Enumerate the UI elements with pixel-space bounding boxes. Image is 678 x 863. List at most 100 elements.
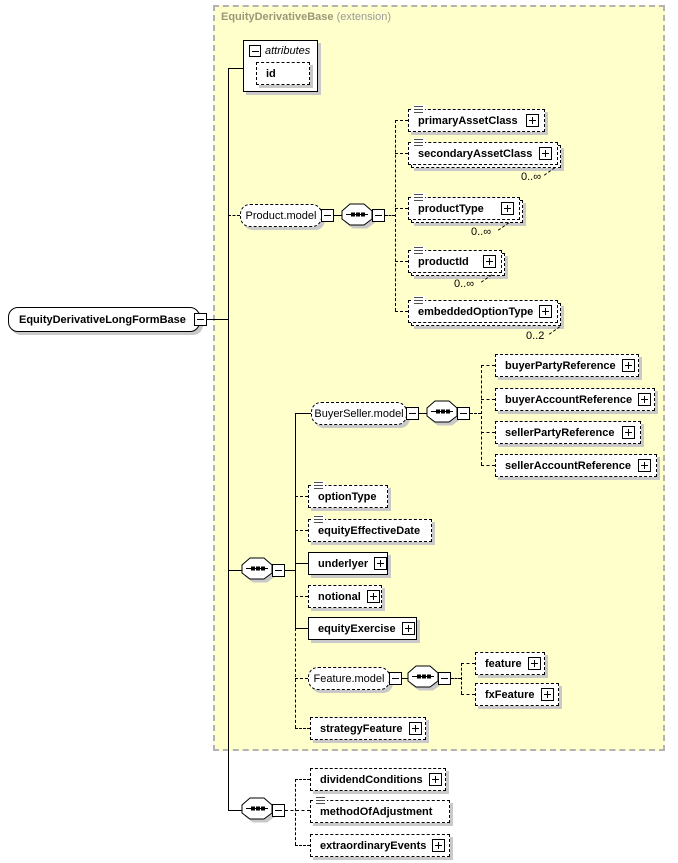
element-embeddedOptionType[interactable]: embeddedOptionType bbox=[408, 296, 558, 323]
expand-icon[interactable] bbox=[638, 459, 651, 472]
connector-line bbox=[461, 694, 475, 695]
connector-line bbox=[395, 208, 408, 209]
connector-line bbox=[395, 120, 396, 311]
model-group-buyerseller-label: BuyerSeller.model bbox=[314, 407, 404, 420]
expand-icon[interactable] bbox=[638, 393, 652, 406]
attribute-id[interactable]: id bbox=[256, 62, 310, 85]
element-strategyFeature[interactable]: strategyFeature bbox=[310, 717, 426, 740]
expand-icon[interactable] bbox=[501, 202, 514, 215]
element-equityEffectiveDate[interactable]: equityEffectiveDate bbox=[308, 515, 432, 542]
connector-line bbox=[481, 365, 495, 366]
connector-line bbox=[481, 399, 495, 400]
connector-line bbox=[295, 530, 308, 531]
text-content-icon bbox=[313, 481, 325, 491]
model-group-feature-label: Feature.model bbox=[313, 672, 385, 685]
root-element[interactable]: EquityDerivativeLongFormBase bbox=[8, 307, 200, 332]
text-content-icon bbox=[413, 193, 425, 203]
connector-line bbox=[461, 663, 475, 664]
connector-line bbox=[334, 215, 342, 216]
element-primaryAssetClass[interactable]: primaryAssetClass bbox=[408, 105, 545, 132]
element-underlyer[interactable]: underlyer bbox=[308, 552, 388, 575]
text-content-icon bbox=[315, 796, 327, 806]
expand-icon[interactable] bbox=[540, 688, 554, 701]
expand-icon[interactable] bbox=[432, 839, 446, 852]
connector-line bbox=[481, 365, 482, 465]
element-equityExercise[interactable]: equityExercise bbox=[308, 617, 417, 640]
model-group-product-label: Product.model bbox=[245, 209, 317, 222]
occurrence-label: 0..∞ bbox=[521, 171, 542, 183]
element-fxFeature[interactable]: fxFeature bbox=[475, 683, 559, 706]
element-feature[interactable]: feature bbox=[475, 652, 545, 675]
expand-icon[interactable] bbox=[401, 622, 415, 635]
element-sellerAccountReference[interactable]: sellerAccountReference bbox=[495, 454, 657, 477]
expand-icon[interactable] bbox=[483, 255, 496, 268]
connector-line bbox=[461, 663, 462, 694]
connector-line bbox=[228, 810, 242, 811]
element-extraordinaryEvents[interactable]: extraordinaryEvents bbox=[310, 834, 450, 857]
collapse-icon[interactable] bbox=[438, 672, 451, 685]
extension-region-title: EquityDerivativeBase (extension) bbox=[221, 11, 391, 23]
occurrence-label: 0..∞ bbox=[471, 226, 492, 238]
expand-icon[interactable] bbox=[622, 426, 635, 439]
expand-icon[interactable] bbox=[374, 557, 388, 570]
expand-icon[interactable] bbox=[621, 359, 635, 372]
element-buyerPartyReference[interactable]: buyerPartyReference bbox=[495, 354, 639, 377]
element-secondaryAssetClass[interactable]: secondaryAssetClass bbox=[408, 138, 558, 165]
expand-icon[interactable] bbox=[408, 722, 422, 735]
connector-line bbox=[295, 496, 308, 497]
element-productId[interactable]: productId bbox=[408, 246, 502, 273]
collapse-icon[interactable] bbox=[406, 407, 419, 420]
connector-line bbox=[295, 596, 308, 597]
collapse-icon[interactable] bbox=[272, 564, 285, 577]
connector-line bbox=[395, 311, 408, 312]
connector-line bbox=[395, 120, 408, 121]
model-group-buyerseller[interactable]: BuyerSeller.model bbox=[311, 402, 407, 425]
expand-icon[interactable] bbox=[526, 114, 539, 127]
collapse-icon[interactable] bbox=[389, 672, 402, 685]
expand-icon[interactable] bbox=[366, 590, 380, 603]
connector-line bbox=[228, 570, 242, 571]
connector-line bbox=[470, 413, 481, 414]
element-sellerPartyReference[interactable]: sellerPartyReference bbox=[495, 421, 641, 444]
connector-line bbox=[295, 628, 308, 629]
element-notional[interactable]: notional bbox=[308, 585, 382, 608]
text-content-icon bbox=[313, 515, 325, 525]
connector-line bbox=[481, 465, 495, 466]
element-productType[interactable]: productType bbox=[408, 193, 520, 220]
sequence-icon[interactable] bbox=[425, 400, 462, 430]
collapse-icon[interactable] bbox=[249, 45, 261, 57]
connector-line bbox=[295, 678, 308, 679]
sequence-icon[interactable] bbox=[240, 797, 277, 827]
element-dividendConditions[interactable]: dividendConditions bbox=[310, 768, 446, 791]
attribute-id-label: id bbox=[266, 67, 276, 80]
sequence-icon[interactable] bbox=[406, 665, 443, 695]
element-optionType[interactable]: optionType bbox=[308, 481, 388, 508]
collapse-icon[interactable] bbox=[457, 407, 470, 420]
connector-line bbox=[295, 413, 311, 414]
expand-icon[interactable] bbox=[527, 657, 541, 670]
connector-line bbox=[395, 261, 408, 262]
connector-line bbox=[295, 413, 296, 628]
collapse-icon[interactable] bbox=[372, 209, 385, 222]
model-group-product[interactable]: Product.model bbox=[240, 204, 322, 227]
collapse-icon[interactable] bbox=[194, 313, 207, 326]
model-group-feature[interactable]: Feature.model bbox=[308, 667, 390, 690]
text-content-icon bbox=[413, 296, 425, 306]
connector-line bbox=[402, 678, 408, 679]
element-buyerAccountReference[interactable]: buyerAccountReference bbox=[495, 388, 655, 411]
connector-line bbox=[419, 413, 427, 414]
connector-line bbox=[385, 215, 395, 216]
sequence-icon[interactable] bbox=[340, 203, 377, 233]
sequence-icon[interactable] bbox=[240, 557, 277, 587]
element-methodOfAdjustment[interactable]: methodOfAdjustment bbox=[310, 796, 450, 823]
expand-icon[interactable] bbox=[428, 773, 442, 786]
extension-name: EquityDerivativeBase bbox=[221, 11, 334, 23]
attributes-header: attributes bbox=[249, 45, 310, 57]
connector-line bbox=[395, 153, 408, 154]
expand-icon[interactable] bbox=[539, 305, 553, 318]
collapse-icon[interactable] bbox=[321, 209, 334, 222]
expand-icon[interactable] bbox=[539, 147, 552, 160]
connector-line bbox=[207, 319, 228, 320]
collapse-icon[interactable] bbox=[272, 804, 285, 817]
